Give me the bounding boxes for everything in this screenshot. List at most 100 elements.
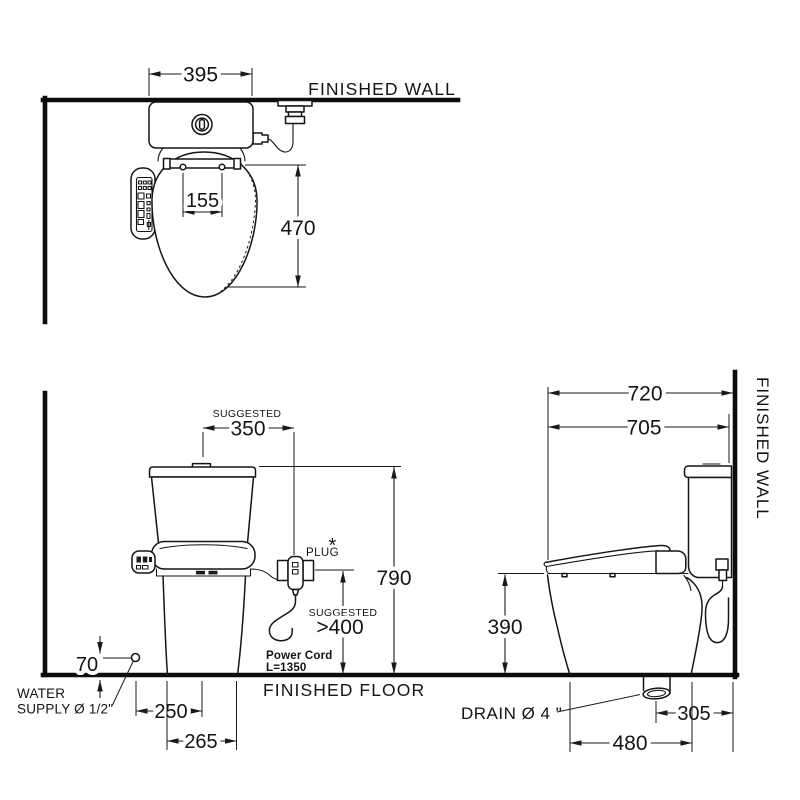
seat-hinge-bar — [166, 158, 238, 169]
dim-top-width: 395 — [148, 60, 253, 96]
top-view: FINISHED WALL — [40, 60, 461, 325]
tank-bowl-join — [157, 147, 246, 162]
valve-body-bottom — [284, 115, 306, 125]
valve-connector-side — [718, 569, 728, 582]
seat-bumper-2 — [609, 572, 616, 578]
plug-wing-left — [276, 559, 289, 582]
dim-min-400: SUGGESTED >400 — [306, 569, 380, 674]
valve-flange — [277, 99, 313, 107]
wall-hardware-side — [704, 558, 730, 644]
dim-top-width-label: 395 — [183, 64, 218, 87]
tank-front — [148, 462, 257, 544]
power-plug: PLUG * Power Cord L=1350 — [249, 535, 339, 674]
bidet-unit-side — [655, 550, 687, 575]
seat-bumper-1 — [561, 572, 568, 578]
seat-side — [543, 544, 689, 578]
shutoff-valve-side — [715, 558, 729, 571]
dim-top-depth: 470 — [227, 164, 320, 288]
bowl-plan — [151, 151, 258, 298]
suggested-350-caption: SUGGESTED — [213, 408, 282, 420]
dim-400-label: >400 — [316, 616, 363, 639]
control-panel-front — [131, 550, 156, 574]
flush-button-slot — [198, 118, 206, 130]
hinge-cap-left — [162, 157, 171, 170]
bowl-front-profile — [546, 574, 571, 676]
plug-label: PLUG — [306, 547, 339, 559]
seat-lid-side — [544, 544, 671, 564]
dim-390-label: 390 — [487, 616, 522, 639]
plug-body — [287, 555, 304, 591]
dim-350-label: 350 — [230, 418, 265, 441]
bowl-side — [546, 574, 703, 676]
drain: DRAIN Ø 4 " — [461, 676, 671, 723]
seat-hinge-mark-left — [196, 570, 205, 575]
dim-base-depth-480: 480 — [569, 682, 693, 759]
cord-to-plug — [249, 568, 280, 581]
dim-305-label: 305 — [677, 703, 710, 725]
plug-cord-boot — [291, 588, 300, 596]
dim-705-label: 705 — [626, 417, 661, 440]
seat-top-seam — [159, 544, 248, 550]
tank-lid-side — [683, 465, 733, 479]
tank-inlet-fitting — [252, 132, 269, 145]
water-supply: WATER SUPPLY Ø 1/2" — [17, 652, 141, 717]
flush-button-front — [191, 462, 212, 468]
tank-lid-front — [148, 466, 257, 478]
power-cord-label-1: Power Cord — [266, 650, 333, 662]
dim-480-label: 480 — [612, 732, 647, 755]
dim-supply-height-70: 70 — [72, 636, 103, 698]
dim-720-label: 720 — [627, 383, 662, 406]
dim-790-label: 790 — [376, 567, 411, 590]
dim-drain-to-wall-305: 305 — [655, 682, 734, 752]
dim-hinge-span: 155 — [182, 173, 223, 217]
dim-250-label: 250 — [154, 701, 187, 723]
tank-side — [683, 463, 733, 579]
hinge-bolt-right — [218, 163, 226, 171]
supply-hose-plan — [267, 123, 294, 153]
finished-floor-label: FINISHED FLOOR — [263, 680, 425, 700]
hinge-cap-right — [233, 157, 242, 170]
dim-70-label: 70 — [76, 654, 98, 676]
plug-wing-right — [302, 559, 315, 582]
plug-asterisk: * — [329, 535, 337, 557]
power-cord-label-2: L=1350 — [266, 662, 307, 674]
seat-cushion-front — [150, 540, 256, 570]
drain-opening-inner — [646, 689, 667, 698]
dim-depth-720: 720 — [547, 379, 733, 560]
power-cord-loop — [268, 594, 297, 642]
front-view: FINISHED FLOOR — [17, 390, 740, 757]
control-panel-buttons — [137, 180, 152, 231]
finished-wall-top-label: FINISHED WALL — [308, 79, 456, 99]
water-supply-point — [130, 652, 141, 663]
drain-label: DRAIN Ø 4 " — [461, 704, 562, 723]
dim-height-790: 790 — [259, 466, 416, 674]
supply-hose-side — [704, 585, 730, 644]
water-supply-leader — [112, 661, 134, 706]
finished-wall-side-label: FINISHED WALL — [753, 377, 772, 520]
water-supply-label-2: SUPPLY Ø 1/2" — [17, 702, 113, 717]
bowl-front — [150, 540, 256, 676]
drain-leader — [556, 694, 641, 713]
dim-seat-height-390: 390 — [483, 573, 544, 674]
tank-body-front — [150, 476, 255, 544]
side-view: FINISHED WALL — [461, 369, 772, 759]
dim-265-label: 265 — [184, 731, 217, 753]
valve-body-top — [285, 105, 305, 113]
dim-hinge-span-label: 155 — [186, 190, 219, 212]
bowl-back-join — [683, 574, 692, 592]
tank-plan — [148, 101, 254, 162]
suggested-400-caption: SUGGESTED — [309, 607, 378, 619]
drain-opening — [642, 687, 671, 700]
water-supply-label-1: WATER — [17, 686, 65, 701]
seat-lid-underside — [545, 550, 659, 568]
lid-seam-dashed — [220, 158, 257, 292]
dim-depth-705: 705 — [548, 413, 730, 463]
supply-valve-plan — [252, 99, 313, 153]
seat-hinge-mark-right — [208, 570, 218, 575]
bowl-back-profile — [685, 576, 703, 676]
hinge-bolt-left — [179, 163, 187, 171]
seat-front-tip — [543, 561, 550, 575]
pedestal-front — [162, 575, 247, 676]
